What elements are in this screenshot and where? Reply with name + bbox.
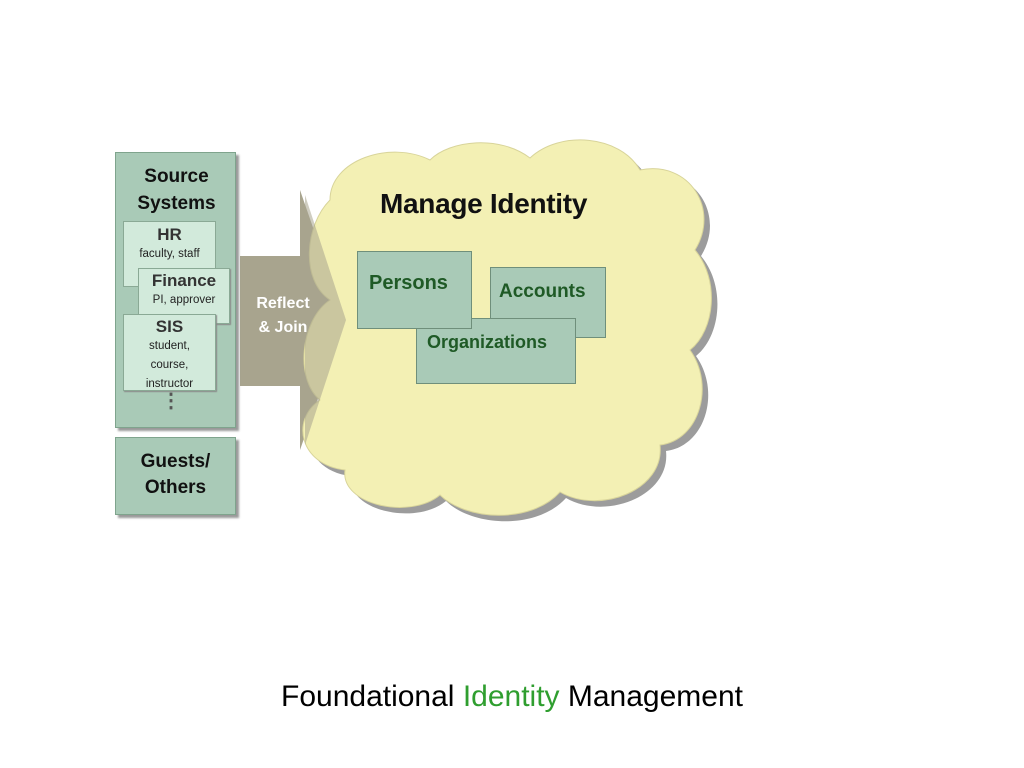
arrow-head	[305, 195, 346, 445]
source-card-sis-sub-2: course,	[150, 359, 189, 371]
source-card-sis-sub-3: instructor	[145, 378, 194, 390]
source-systems-title-line2: Systems	[137, 193, 216, 214]
source-systems-title: Source Systems	[116, 163, 237, 217]
guests-others-box: Guests/ Others	[115, 437, 236, 515]
source-card-sis-sub-1: student,	[149, 340, 190, 352]
source-card-finance-title: Finance	[151, 271, 217, 290]
persons-label: Persons	[369, 272, 448, 294]
source-card-hr-sub: faculty, staff	[139, 248, 200, 260]
slide-caption: Foundational Identity Management	[0, 680, 1024, 714]
caption-highlight: Identity	[462, 680, 560, 713]
organizations-box: Organizations	[416, 318, 576, 384]
reflect-join-line1: Reflect	[256, 295, 310, 312]
persons-box: Persons	[357, 251, 472, 329]
source-card-sis: SIS student, course, instructor	[123, 314, 216, 391]
manage-identity-title: Manage Identity	[380, 188, 588, 219]
source-card-hr-title: HR	[157, 225, 182, 244]
source-systems-title-line1: Source	[144, 166, 209, 187]
organizations-label: Organizations	[427, 332, 548, 352]
reflect-join-label: Reflect & Join	[243, 292, 323, 340]
caption-part2: Management	[559, 680, 743, 713]
guests-line2: Others	[144, 477, 207, 498]
source-card-sis-title: SIS	[155, 317, 184, 336]
caption-part1: Foundational	[281, 680, 463, 713]
accounts-label: Accounts	[499, 281, 586, 302]
source-card-finance-sub: PI, approver	[152, 294, 216, 306]
more-items-ellipsis-icon: ⋮	[161, 390, 181, 412]
guests-line1: Guests/	[140, 451, 211, 472]
reflect-join-line2: & Join	[258, 319, 308, 336]
